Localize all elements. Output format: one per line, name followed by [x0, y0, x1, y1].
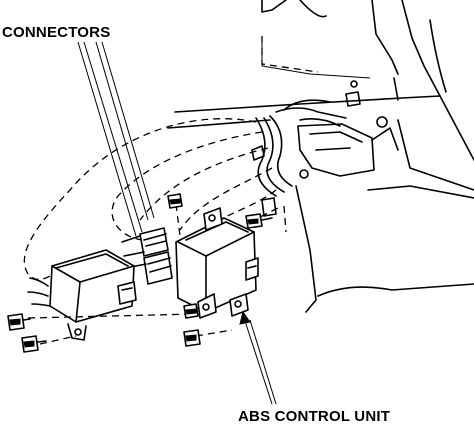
bolt-icon	[245, 213, 273, 229]
connectors-label: CONNECTORS	[2, 24, 111, 41]
connectors-leader-lines	[77, 41, 155, 237]
mounting-bolts	[7, 193, 273, 353]
wiring-harness	[251, 99, 399, 217]
bolt-icon	[183, 303, 199, 319]
vehicle-body-panel	[167, 0, 474, 313]
abs-unit-left	[27, 249, 137, 341]
bolt-icon	[21, 335, 47, 353]
bolt-icon	[7, 313, 31, 331]
bolt-icon	[183, 329, 201, 347]
connector-plugs	[121, 227, 173, 285]
abs-control-unit	[175, 207, 259, 319]
bolt-icon	[167, 193, 183, 209]
abs-control-unit-label: ABS CONTROL UNIT	[238, 408, 391, 425]
abs-unit-leader-line	[239, 310, 277, 405]
